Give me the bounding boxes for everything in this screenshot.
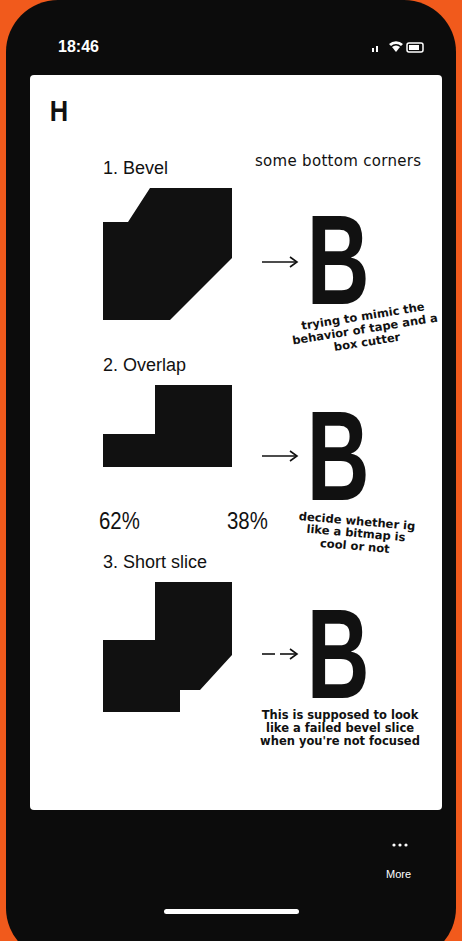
logo: H: [50, 94, 68, 129]
letter-sample: B: [307, 590, 370, 718]
clock: 18:46: [58, 38, 99, 56]
letter-sample: B: [307, 392, 370, 520]
short-slice-shape: [103, 582, 232, 712]
overlap-shape: [103, 385, 232, 467]
home-indicator: [164, 909, 299, 914]
status-icons: [372, 41, 423, 52]
bevel-shape: [103, 188, 232, 320]
section-heading: 2. Overlap: [103, 355, 186, 376]
note: This is supposed to look like a failed b…: [252, 709, 428, 748]
letter-sample: B: [307, 196, 370, 324]
section-heading: 3. Short slice: [103, 552, 207, 573]
arrows: [262, 257, 297, 659]
percentage: 62%: [99, 507, 140, 535]
heading: some bottom corners: [255, 153, 421, 170]
more-dots: [392, 843, 407, 846]
section-heading: 1. Bevel: [103, 158, 168, 179]
screen-card: [30, 75, 442, 810]
percentage: 38%: [227, 507, 268, 535]
button-label: More: [386, 868, 411, 881]
